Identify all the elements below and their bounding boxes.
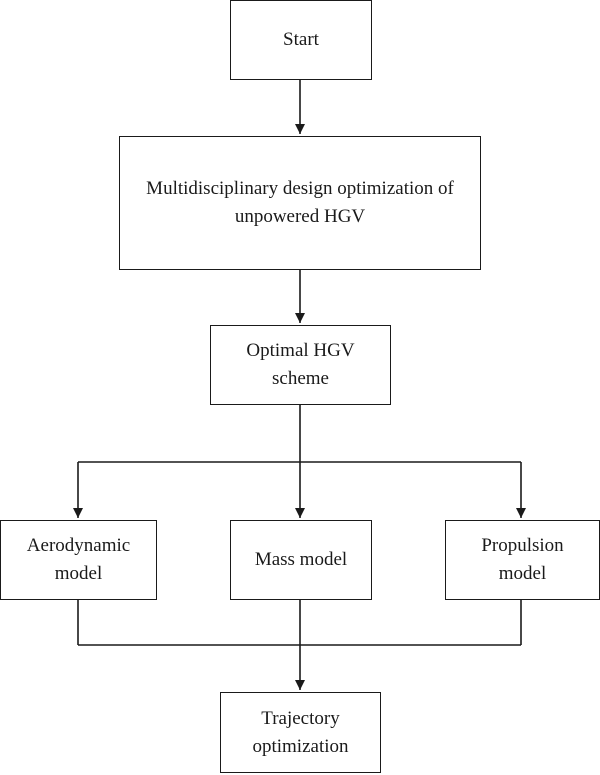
node-aero-label-line-2: model xyxy=(54,563,103,584)
node-start: Start xyxy=(230,0,372,80)
node-mass-model: Mass model xyxy=(230,520,372,600)
node-optimal-label-line-1: Optimal HGV xyxy=(246,340,355,362)
node-mdo: Multidisciplinary design optimization of… xyxy=(119,136,481,270)
node-start-label: Start xyxy=(283,29,319,51)
node-optimal-hgv-scheme: Optimal HGV scheme xyxy=(210,325,391,405)
node-propulsion-label-line-2: model xyxy=(498,563,547,584)
node-mass-label: Mass model xyxy=(254,549,348,571)
node-trajectory-label-line-2: optimization xyxy=(252,735,349,757)
node-trajectory-optimization: Trajectory optimization xyxy=(220,692,381,773)
node-propulsion-label-line-1: Propulsion xyxy=(481,535,564,557)
node-aero-label-line-1: Aerodynamic xyxy=(26,535,131,557)
node-propulsion-model: Propulsion model xyxy=(445,520,600,600)
node-mdo-label-line-2: unpowered HGV xyxy=(234,206,366,227)
node-optimal-label-line-2: scheme xyxy=(272,368,329,389)
node-mdo-label-line-1: Multidisciplinary design optimization of xyxy=(146,178,454,200)
node-aerodynamic-model: Aerodynamic model xyxy=(0,520,157,600)
node-trajectory-label-line-1: Trajectory xyxy=(261,707,340,729)
